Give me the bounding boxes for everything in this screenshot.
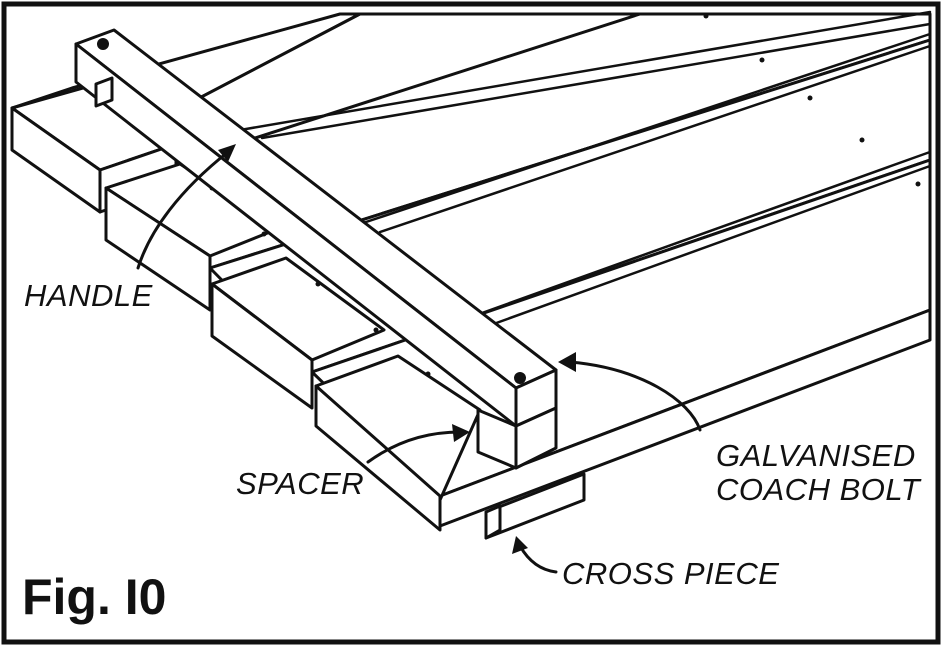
board-seam [238,10,932,132]
bolt-head-dot [514,372,526,384]
board-seam [358,32,932,226]
handle-arrowhead [218,144,236,162]
nail-dot [859,137,865,143]
spacer-block-side [514,406,558,470]
nail-dot [759,57,765,63]
board-ends [10,13,921,532]
nail-dot [373,327,379,333]
nail-dot [425,371,431,377]
board-seam [486,164,932,328]
cross-piece [484,472,586,540]
spacer-arrowhead [452,424,470,442]
board-seam [378,44,932,234]
cross-piece-arrowhead [512,536,528,554]
leader-arrows [136,144,702,574]
nail-dot [807,95,813,101]
nail-dot [915,181,921,187]
board-seam [466,150,932,320]
board-end-front [210,282,314,410]
nail-dot [261,231,267,237]
bolt-leader-line [568,360,702,432]
spacer-leader-line [366,430,462,464]
nail-dot [703,13,709,19]
bolt-head-dot [97,38,109,50]
label-cross-piece: CROSS PIECE [562,556,779,591]
bolt-arrowhead [558,352,576,372]
board-end-front [104,186,212,312]
spacer-block [94,76,114,108]
board-seam [260,22,932,140]
nail-dot [315,281,321,287]
label-bolt-line1: GALVANISED [716,438,916,473]
figure-caption: Fig. I0 [22,569,166,625]
label-handle: HANDLE [24,278,153,313]
handle-bar [74,28,558,428]
handle-leader-line [136,150,230,270]
board-end-front [314,384,442,532]
label-spacer: SPACER [236,466,364,501]
label-bolt-line2: COACH BOLT [716,472,922,507]
